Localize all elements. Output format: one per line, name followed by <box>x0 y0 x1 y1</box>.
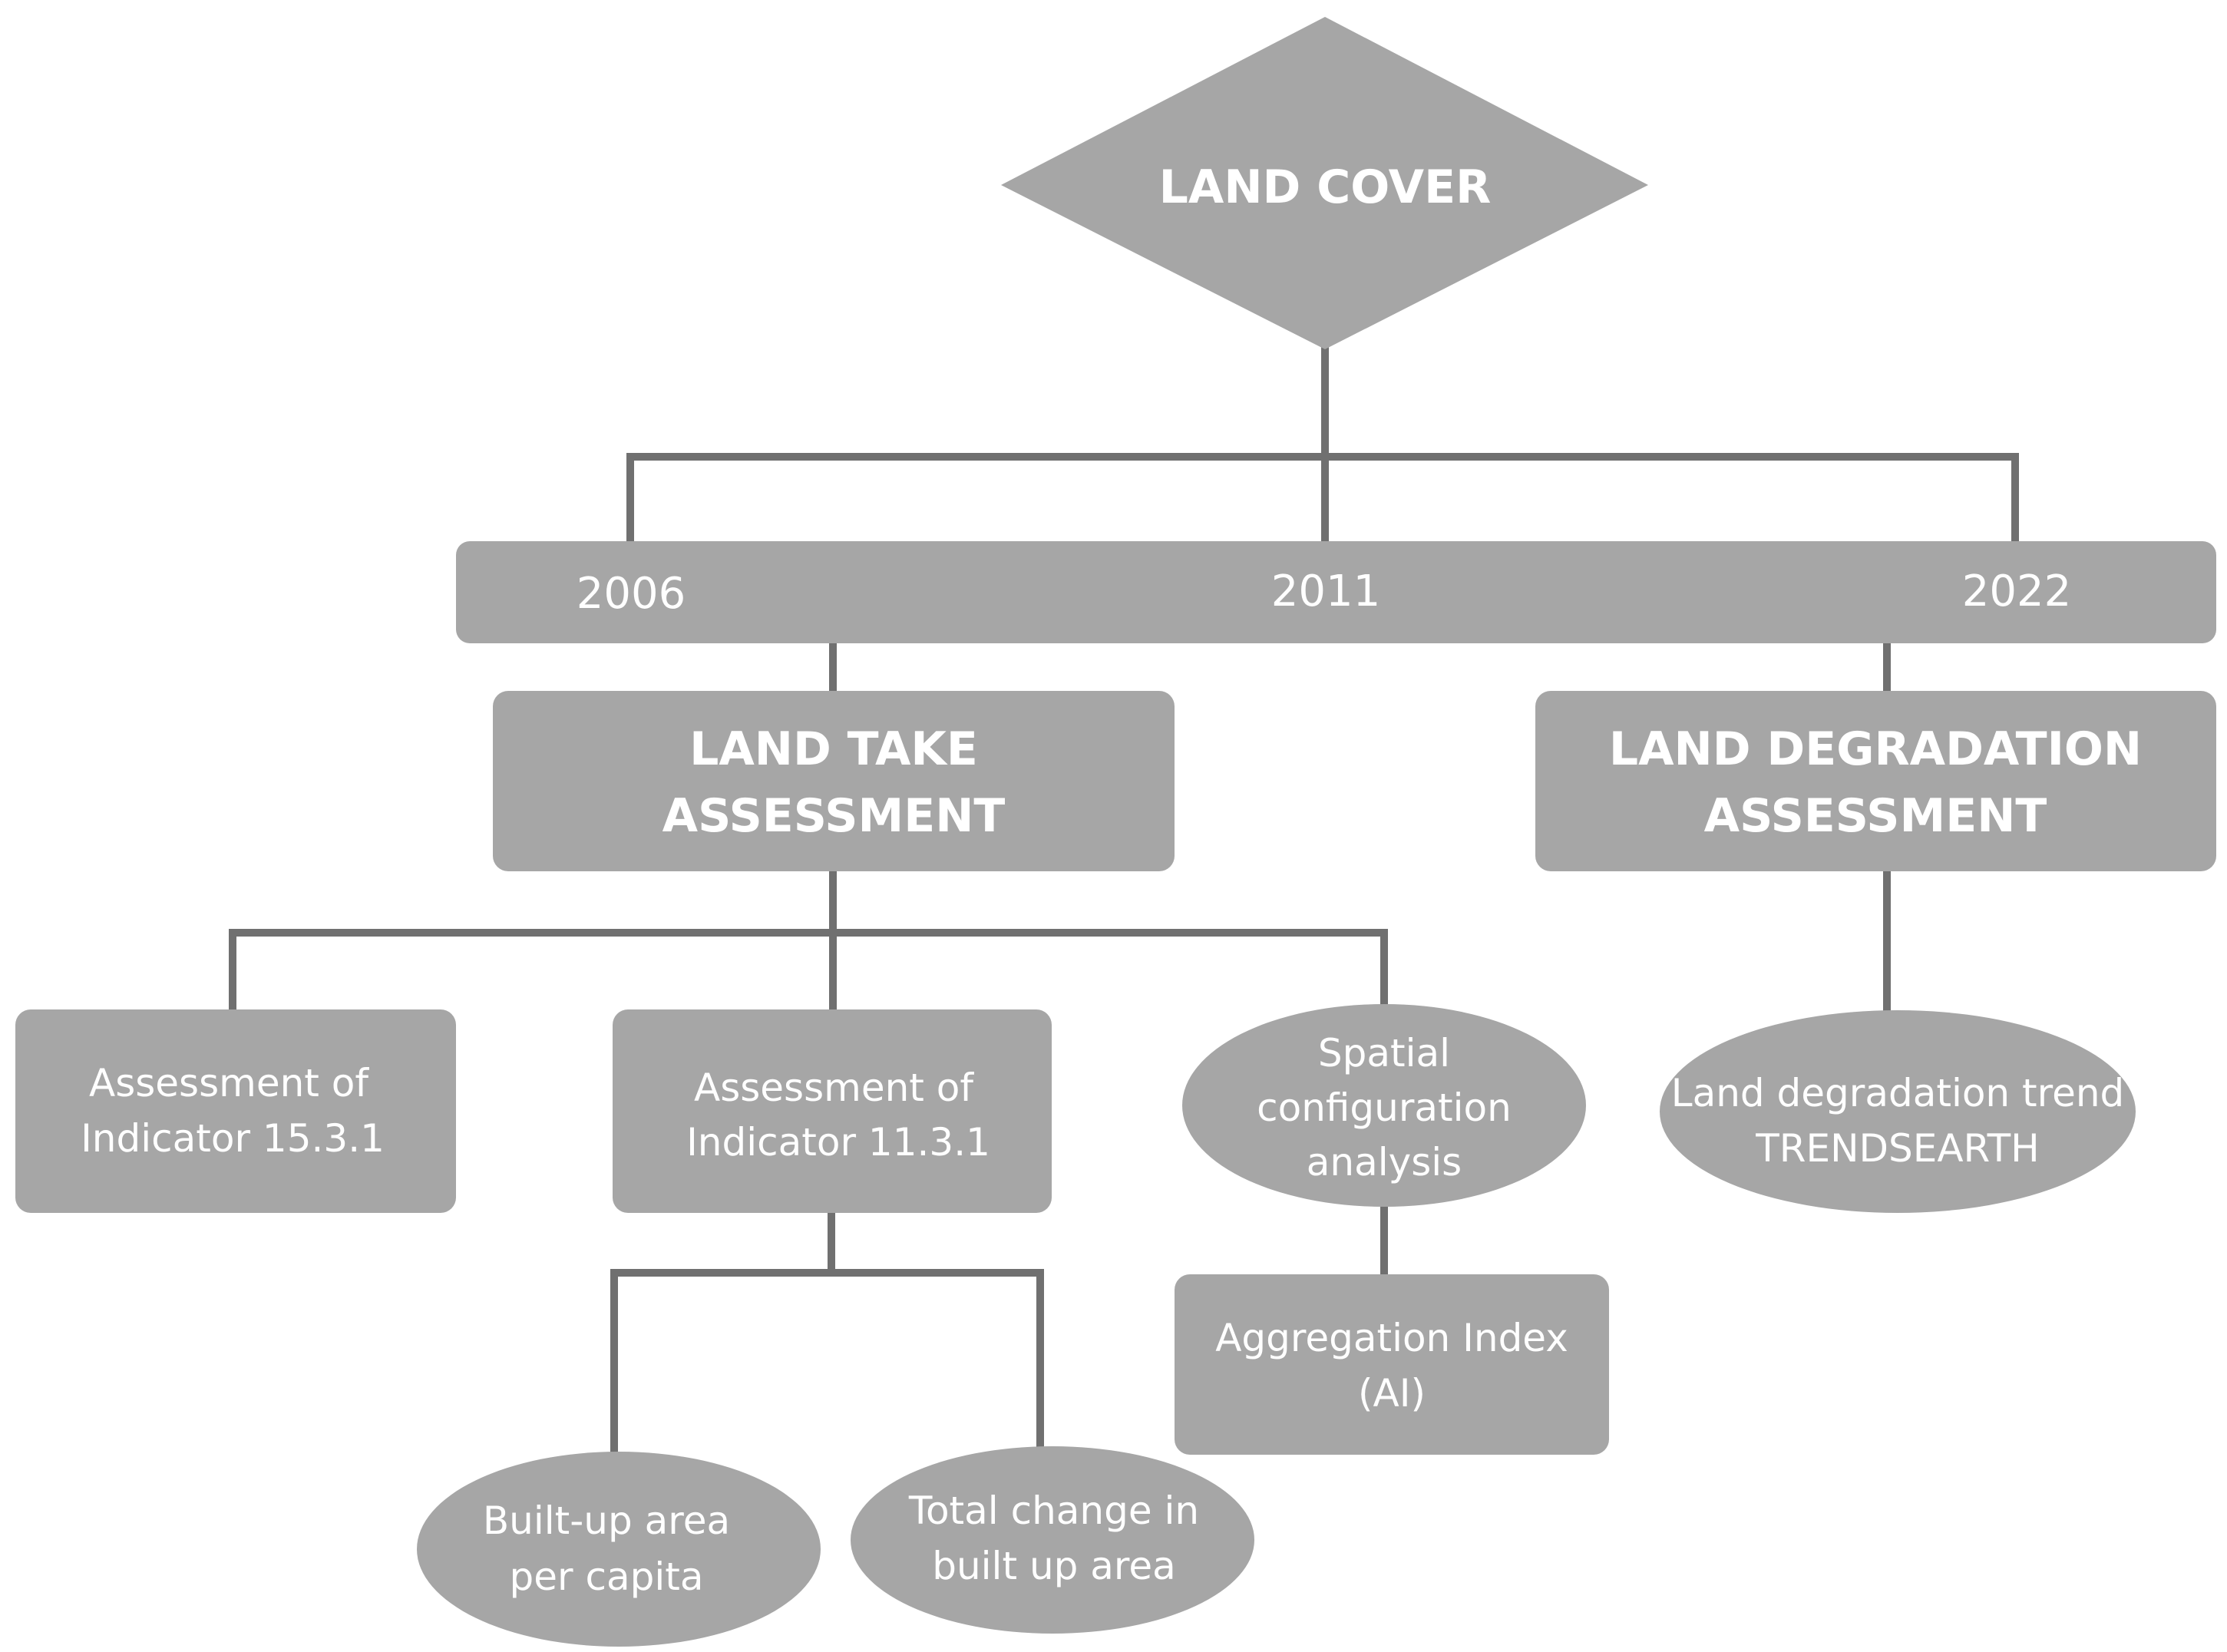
timeline-bar <box>456 541 2216 643</box>
aggregation-line1: Aggregation Index <box>1215 1316 1568 1360</box>
land-degradation-trend-ellipse <box>1660 1010 2136 1213</box>
connector-year-bracket <box>626 453 2019 545</box>
land-cover-node: LAND COVER <box>1001 17 1648 349</box>
connector-indicator11-branches <box>610 1209 835 1456</box>
indicator-15-line1: Assessment of <box>89 1061 369 1105</box>
trend-line1: Land degradation trend <box>1671 1071 2125 1115</box>
spatial-configuration-node: Spatial configuration analysis <box>1182 1004 1586 1207</box>
total-change-node: Total change in built up area <box>851 1446 1254 1634</box>
land-cover-label: LAND COVER <box>1159 160 1492 214</box>
indicator-15-3-1-node: Assessment of Indicator 15.3.1 <box>15 1009 456 1213</box>
spatial-line2: configuration <box>1257 1085 1512 1130</box>
year-2011-label: 2011 <box>1271 567 1381 616</box>
land-degradation-box <box>1535 691 2216 871</box>
land-degradation-trend-node: Land degradation trend TRENDSEARTH <box>1660 1010 2136 1213</box>
aggregation-index-node: Aggregation Index (AI) <box>1175 1274 1609 1455</box>
indicator-15-box <box>15 1009 456 1213</box>
land-take-title-line2: ASSESSMENT <box>662 789 1006 843</box>
indicator-11-line1: Assessment of <box>694 1066 974 1110</box>
connectors <box>229 342 2019 1457</box>
land-degradation-title-line2: ASSESSMENT <box>1704 789 2047 843</box>
land-take-assessment-node: LAND TAKE ASSESSMENT <box>493 691 1175 871</box>
connector-indicator11-right <box>828 1269 1044 1457</box>
spatial-line3: analysis <box>1307 1140 1462 1184</box>
indicator-11-box <box>613 1009 1052 1213</box>
indicator-11-3-1-node: Assessment of Indicator 11.3.1 <box>613 1009 1052 1213</box>
aggregation-index-box <box>1175 1274 1609 1455</box>
year-2022-label: 2022 <box>1962 567 2072 616</box>
builtup-line2: per capita <box>510 1555 704 1599</box>
total-change-line1: Total change in <box>908 1488 1199 1533</box>
total-change-line2: built up area <box>932 1544 1176 1588</box>
timeline-node: 2006 2011 2022 <box>456 541 2216 643</box>
spatial-line1: Spatial <box>1318 1031 1450 1075</box>
trend-line2: TRENDSEARTH <box>1755 1126 2040 1171</box>
spatial-configuration-ellipse <box>1182 1004 1586 1207</box>
land-degradation-assessment-node: LAND DEGRADATION ASSESSMENT <box>1535 691 2216 871</box>
indicator-15-line2: Indicator 15.3.1 <box>81 1116 385 1161</box>
land-take-box <box>493 691 1175 871</box>
builtup-per-capita-ellipse <box>417 1452 821 1647</box>
land-cover-diamond <box>1001 17 1648 349</box>
builtup-per-capita-node: Built-up area per capita <box>417 1452 821 1647</box>
year-2006-label: 2006 <box>577 569 686 619</box>
land-take-title-line1: LAND TAKE <box>689 722 978 776</box>
total-change-ellipse <box>851 1446 1254 1634</box>
indicator-11-line2: Indicator 11.3.1 <box>686 1120 990 1165</box>
aggregation-line2: (AI) <box>1358 1371 1426 1416</box>
builtup-line1: Built-up area <box>483 1498 730 1543</box>
connector-landtake-branches <box>229 929 1388 1017</box>
land-degradation-title-line1: LAND DEGRADATION <box>1609 722 2142 776</box>
